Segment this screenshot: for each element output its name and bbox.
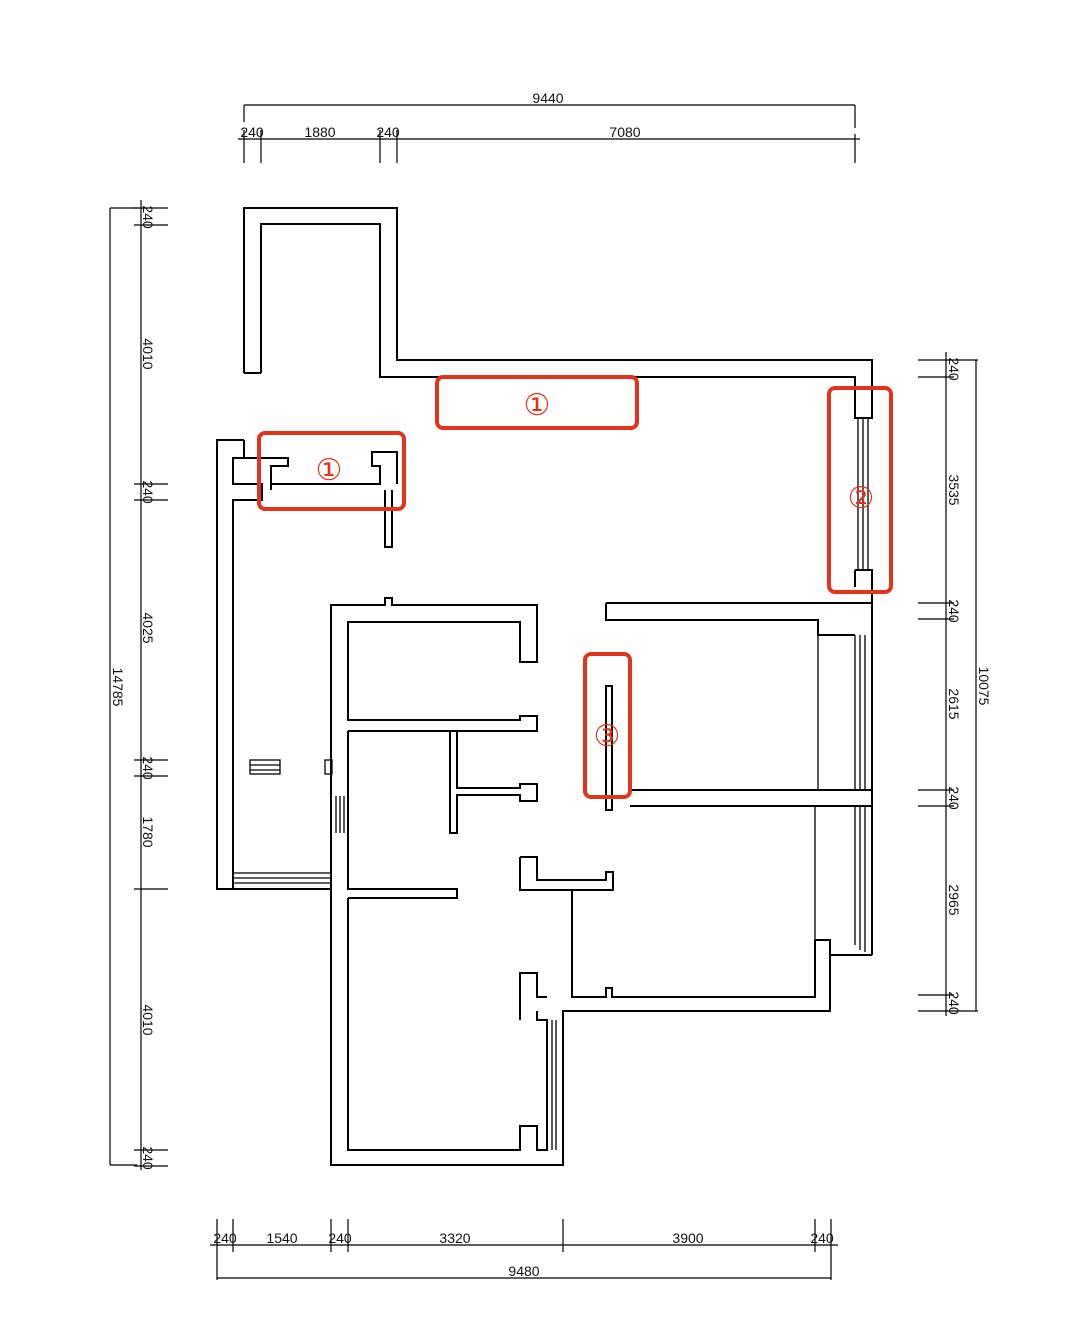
top-seg-1: 240 — [240, 124, 264, 140]
left-seg-8: 240 — [140, 1146, 156, 1170]
top-dimensions: 9440 240 1880 240 7080 — [238, 90, 860, 163]
bottom-seg-2: 1540 — [266, 1230, 297, 1246]
top-seg-3: 240 — [376, 124, 400, 140]
bottom-seg-5: 3900 — [672, 1230, 703, 1246]
balcony-wall-outer — [243, 207, 873, 390]
marker-label-1a: ① — [524, 388, 551, 423]
left-seg-2: 4010 — [140, 338, 156, 369]
marker-box-2 — [827, 386, 893, 594]
marker-label-2: ② — [848, 481, 875, 516]
marker-box-1b — [257, 431, 406, 511]
left-seg-5: 240 — [140, 756, 156, 780]
right-seg-4: 2615 — [946, 688, 962, 719]
left-seg-3: 240 — [140, 480, 156, 504]
left-seg-4: 4025 — [140, 612, 156, 643]
bottom-total-label: 9480 — [508, 1263, 539, 1279]
bottom-dimensions: 240 1540 240 3320 3900 240 9480 — [210, 1219, 838, 1280]
annotation-markers: ① ① ② ③ — [257, 375, 893, 799]
top-total-label: 9440 — [532, 90, 563, 106]
right-seg-6: 2965 — [946, 884, 962, 915]
left-seg-7: 4010 — [140, 1004, 156, 1035]
marker-label-1b: ① — [316, 453, 343, 488]
right-seg-3: 240 — [946, 599, 962, 623]
left-dimensions: 14785 240 4010 240 4025 240 1780 4010 24… — [109, 200, 168, 1170]
left-seg-6: 1780 — [140, 816, 156, 847]
top-seg-4: 7080 — [609, 124, 640, 140]
marker-box-1a — [435, 375, 639, 430]
right-seg-2: 3535 — [946, 474, 962, 505]
left-wall-inner — [232, 457, 263, 889]
right-seg-7: 240 — [946, 991, 962, 1015]
bottom-seg-4: 3320 — [439, 1230, 470, 1246]
left-wall-outer — [216, 439, 331, 890]
bottom-seg-6: 240 — [810, 1230, 834, 1246]
marker-label-3: ③ — [594, 719, 621, 754]
left-seg-1: 240 — [140, 205, 156, 229]
bottom-seg-3: 240 — [328, 1230, 352, 1246]
right-seg-1: 240 — [946, 357, 962, 381]
left-total-label: 14785 — [110, 668, 126, 707]
marker-box-3 — [583, 652, 632, 799]
bottom-seg-1: 240 — [213, 1230, 237, 1246]
right-seg-5: 240 — [946, 786, 962, 810]
right-total-label: 10075 — [976, 667, 992, 706]
balcony-wall-inner — [260, 223, 856, 390]
walls — [216, 207, 873, 1166]
right-dimensions: 240 3535 240 2615 240 2965 240 10075 — [918, 352, 992, 1016]
top-seg-2: 1880 — [304, 124, 335, 140]
